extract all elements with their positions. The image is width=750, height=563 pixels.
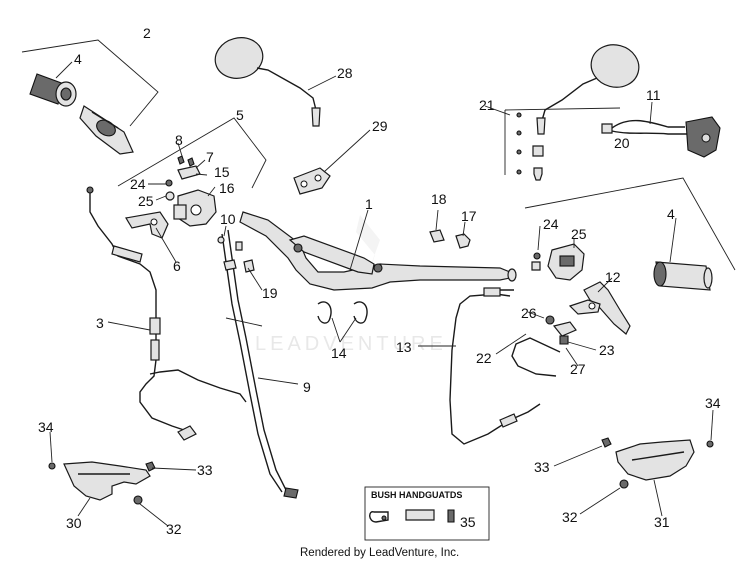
callout-30: 30 [66, 515, 82, 531]
callout-27: 27 [570, 361, 586, 377]
callout-15: 15 [214, 164, 230, 180]
callout-13: 13 [396, 339, 412, 355]
hose-22 [511, 337, 561, 377]
clutch-lever-left [125, 211, 169, 239]
callout-24-right: 24 [543, 216, 559, 232]
right-grip [653, 261, 713, 291]
callout-12: 12 [605, 269, 621, 285]
clutch-cable [86, 186, 247, 441]
callout-17: 17 [461, 208, 477, 224]
footer-credit: Rendered by LeadVenture, Inc. [300, 547, 459, 559]
callout-35: 35 [460, 514, 476, 530]
group-outline-2 [21, 39, 159, 127]
group-outline-21 [504, 107, 621, 175]
kill-switch [601, 116, 721, 158]
left-grip [29, 73, 77, 107]
callout-19: 19 [262, 285, 278, 301]
callout-20: 20 [614, 135, 630, 151]
callout-34-right: 34 [705, 395, 721, 411]
handguard-left [48, 461, 156, 505]
callout-34-left: 34 [38, 419, 54, 435]
callout-14: 14 [331, 345, 347, 361]
callout-33-left: 33 [197, 462, 213, 478]
watermark-logo [356, 215, 390, 285]
callout-23: 23 [599, 342, 615, 358]
group-outline-20 [524, 177, 736, 271]
callout-25-left: 25 [138, 193, 154, 209]
throttle-grip [79, 105, 134, 155]
callout-1: 1 [365, 196, 373, 212]
callout-7: 7 [206, 149, 214, 165]
callout-18: 18 [431, 191, 447, 207]
callout-28: 28 [337, 65, 353, 81]
inset-box-title: BUSH HANDGUATDS [371, 490, 462, 500]
callout-6: 6 [173, 258, 181, 274]
bar-clamp [293, 167, 331, 195]
callout-29: 29 [372, 118, 388, 134]
callout-16: 16 [219, 180, 235, 196]
callout-10: 10 [220, 211, 236, 227]
screws-left-group [165, 155, 201, 201]
callout-4-left: 4 [74, 51, 82, 67]
handguard-right [601, 437, 714, 489]
callout-31: 31 [654, 514, 670, 530]
bush-handguards-box: BUSH HANDGUATDS [364, 486, 490, 541]
callout-11: 11 [646, 87, 661, 103]
callout-33-right: 33 [534, 459, 550, 475]
callout-26: 26 [521, 305, 537, 321]
bar-clips [317, 301, 368, 324]
callout-3: 3 [96, 315, 104, 331]
leader-lines [49, 61, 714, 527]
callout-24-left: 24 [130, 176, 146, 192]
callout-9: 9 [303, 379, 311, 395]
mirror-left [214, 37, 321, 127]
handlebar [239, 211, 517, 291]
callout-21: 21 [479, 97, 495, 113]
callout-4-right: 4 [667, 206, 675, 222]
callout-8: 8 [175, 132, 183, 148]
group-outline-5 [117, 117, 267, 189]
master-cylinder-left [173, 189, 217, 227]
callout-2: 2 [143, 25, 151, 41]
callout-25-right: 25 [571, 226, 587, 242]
throttle-cable [221, 229, 299, 499]
watermark-text: LEADVENTURE [255, 333, 447, 355]
adjuster-parts-10-19 [217, 236, 255, 273]
mirror-right [516, 44, 640, 181]
callout-32-left: 32 [166, 521, 182, 537]
callout-22: 22 [476, 350, 492, 366]
brake-hose-13 [449, 287, 541, 445]
callout-32-right: 32 [562, 509, 578, 525]
right-switch-assembly [531, 243, 631, 345]
bar-end-weights [429, 229, 471, 249]
callout-labels: 2 4 5 8 7 15 16 24 25 6 3 9 10 19 28 29 … [38, 25, 721, 537]
callout-5: 5 [236, 107, 244, 123]
